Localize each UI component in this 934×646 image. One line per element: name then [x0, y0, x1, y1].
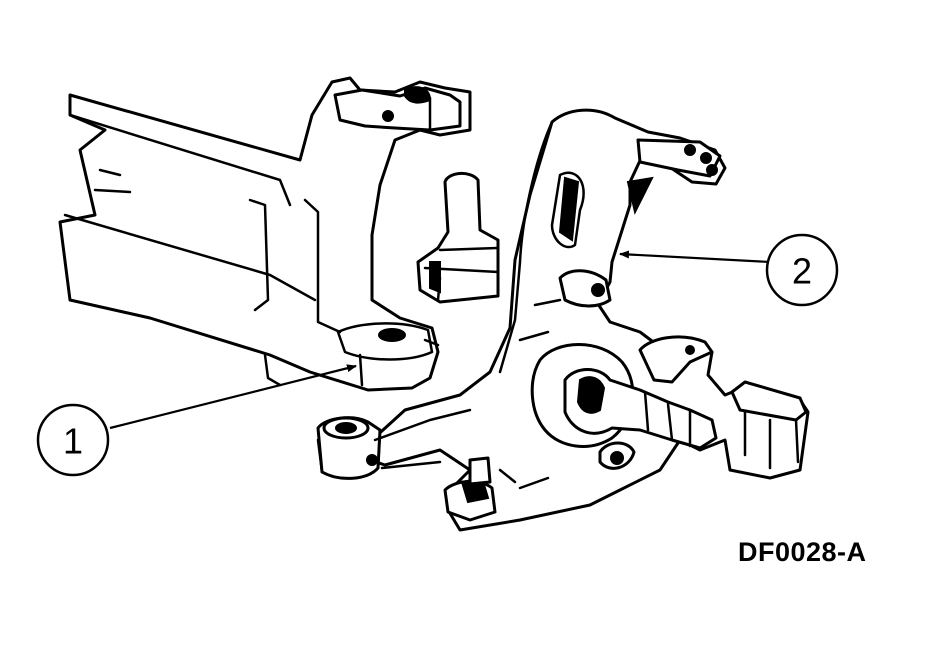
- leader-line-2: [619, 250, 771, 264]
- callout-1-label: 1: [63, 421, 83, 462]
- axle-beam-bracket: [58, 76, 472, 392]
- lower-arm-bushing: [316, 408, 472, 480]
- callout-1: 1: [36, 403, 110, 477]
- figure-code: DF0028-A: [738, 537, 867, 567]
- callout-2-label: 2: [792, 251, 812, 292]
- callout-2: 2: [765, 233, 839, 307]
- ball-joint-stud: [416, 172, 500, 304]
- spindle-knuckle: [368, 108, 810, 532]
- leader-line-1: [109, 364, 357, 430]
